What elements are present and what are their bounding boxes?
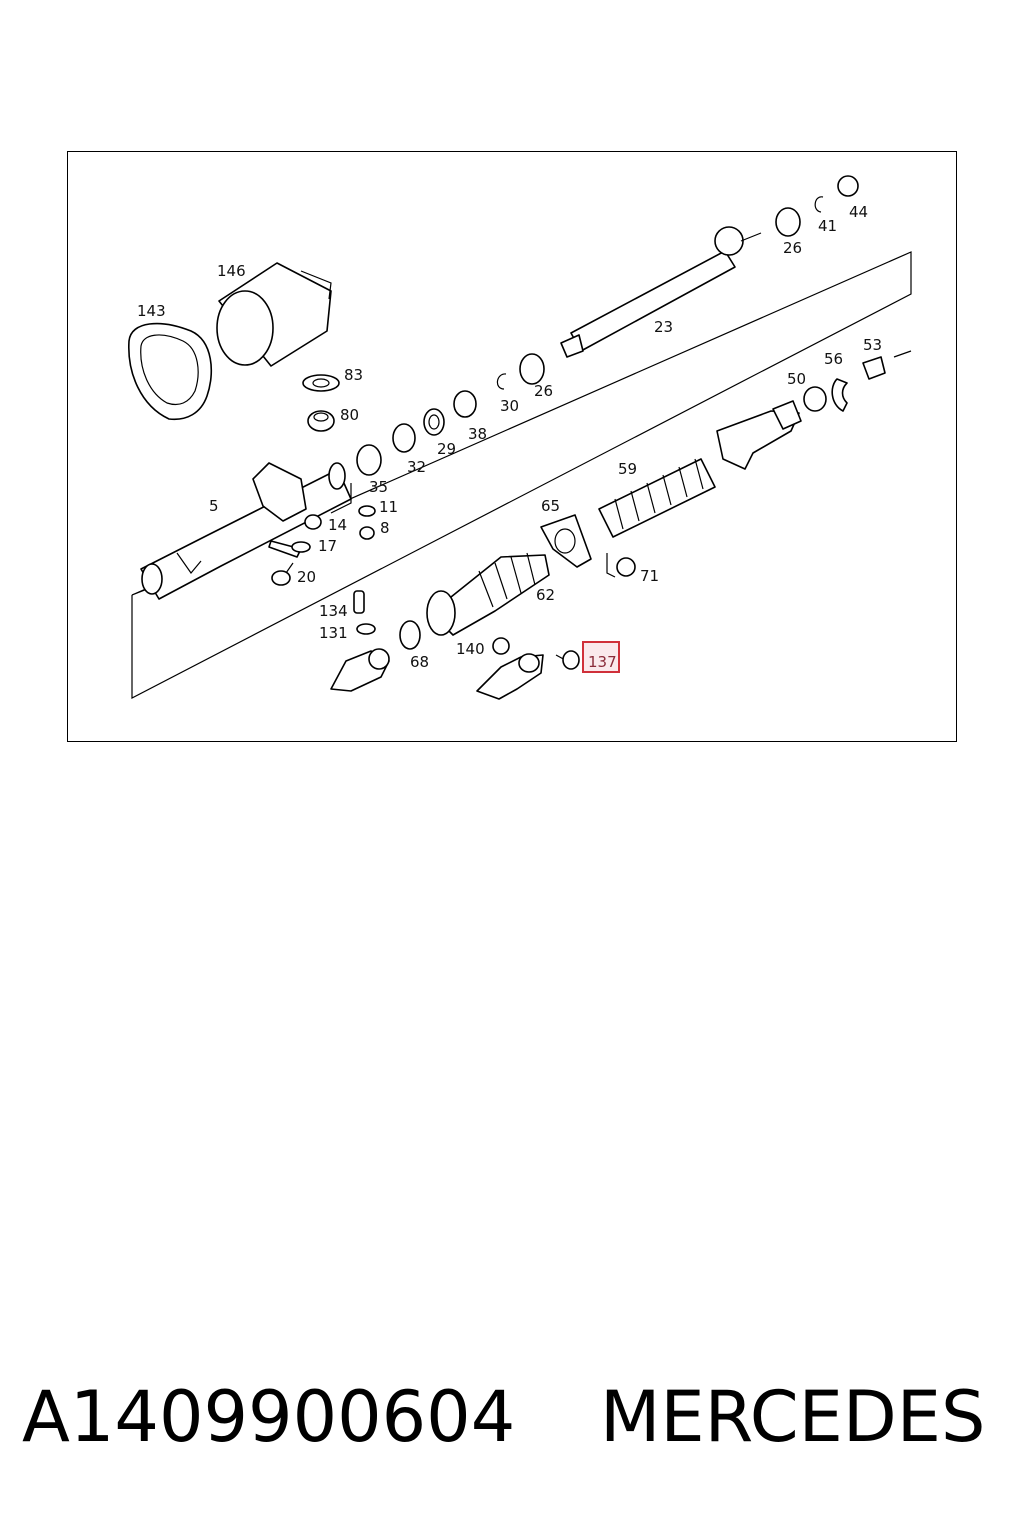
part-universal-joint (476, 653, 544, 700)
part-14-nut (304, 514, 322, 530)
part-38-bushing (453, 390, 477, 418)
part-32-plate (392, 423, 416, 453)
label-80[interactable]: 80 (340, 406, 359, 424)
label-68[interactable]: 68 (410, 653, 429, 671)
part-65-flange-plate (540, 514, 592, 568)
part-lower-coupling (330, 648, 390, 692)
part-56-clamp (831, 378, 848, 412)
label-8[interactable]: 8 (380, 519, 390, 537)
diagram-drawing: 146 143 83 80 5 35 11 14 8 17 20 32 29 3… (128, 175, 912, 700)
part-5-column-housing (140, 462, 352, 600)
label-140[interactable]: 140 (456, 640, 485, 658)
part-26-upper-bearing (775, 207, 801, 237)
part-143-cover (128, 322, 213, 421)
label-44[interactable]: 44 (849, 203, 868, 221)
label-11[interactable]: 11 (379, 498, 398, 516)
label-17[interactable]: 17 (318, 537, 337, 555)
label-26-upper[interactable]: 26 (783, 239, 802, 257)
label-38[interactable]: 38 (468, 425, 487, 443)
label-23[interactable]: 23 (654, 318, 673, 336)
label-30[interactable]: 30 (500, 397, 519, 415)
label-29[interactable]: 29 (437, 440, 456, 458)
part-20-bolt (271, 562, 294, 586)
part-137-bolt (555, 650, 580, 670)
part-131-washer (356, 623, 376, 635)
part-29-ring (423, 408, 445, 436)
part-83-washer (302, 374, 340, 392)
part-50-nut (803, 386, 827, 412)
label-143[interactable]: 143 (137, 302, 166, 320)
part-35-bearing (356, 444, 382, 476)
label-35[interactable]: 35 (369, 478, 388, 496)
part-62-bellows-boot (426, 552, 550, 636)
label-137-highlighted[interactable]: 137 (588, 653, 617, 671)
part-140-nut (492, 637, 510, 655)
label-65[interactable]: 65 (541, 497, 560, 515)
label-53[interactable]: 53 (863, 336, 882, 354)
label-146[interactable]: 146 (217, 262, 246, 280)
part-number: A1409900604 (22, 1376, 516, 1458)
part-23-shaft (560, 226, 762, 358)
part-146-cylinder (216, 262, 332, 367)
label-50[interactable]: 50 (787, 370, 806, 388)
part-134-screw (353, 590, 365, 614)
label-83[interactable]: 83 (344, 366, 363, 384)
label-41[interactable]: 41 (818, 217, 837, 235)
exploded-parts-diagram: 146 143 83 80 5 35 11 14 8 17 20 32 29 3… (67, 151, 957, 742)
part-8-bolt (359, 526, 375, 540)
part-59-intermediate-shaft (598, 400, 802, 538)
part-53-bracket (862, 356, 886, 380)
label-26-lower[interactable]: 26 (534, 382, 553, 400)
part-17-clip (291, 541, 311, 553)
label-20[interactable]: 20 (297, 568, 316, 586)
label-62[interactable]: 62 (536, 586, 555, 604)
highlight-box-137 (582, 641, 620, 673)
assembly-group-outline (131, 251, 912, 699)
part-71-nut (616, 557, 636, 577)
part-26-lower-bearing (519, 353, 545, 385)
label-56[interactable]: 56 (824, 350, 843, 368)
part-68-bushing (399, 620, 421, 650)
part-41-circlip (814, 196, 824, 213)
part-80-nut (307, 410, 335, 432)
label-14[interactable]: 14 (328, 516, 347, 534)
label-5[interactable]: 5 (209, 497, 219, 515)
footer: A1409900604 MERCEDES (0, 1362, 1024, 1472)
label-59[interactable]: 59 (618, 460, 637, 478)
label-131[interactable]: 131 (319, 624, 348, 642)
part-30-circlip (496, 373, 507, 390)
part-44-sleeve (837, 175, 859, 197)
label-134[interactable]: 134 (319, 602, 348, 620)
part-11-washer (358, 505, 376, 517)
brand-name: MERCEDES (600, 1376, 986, 1458)
label-32[interactable]: 32 (407, 458, 426, 476)
label-71[interactable]: 71 (640, 567, 659, 585)
